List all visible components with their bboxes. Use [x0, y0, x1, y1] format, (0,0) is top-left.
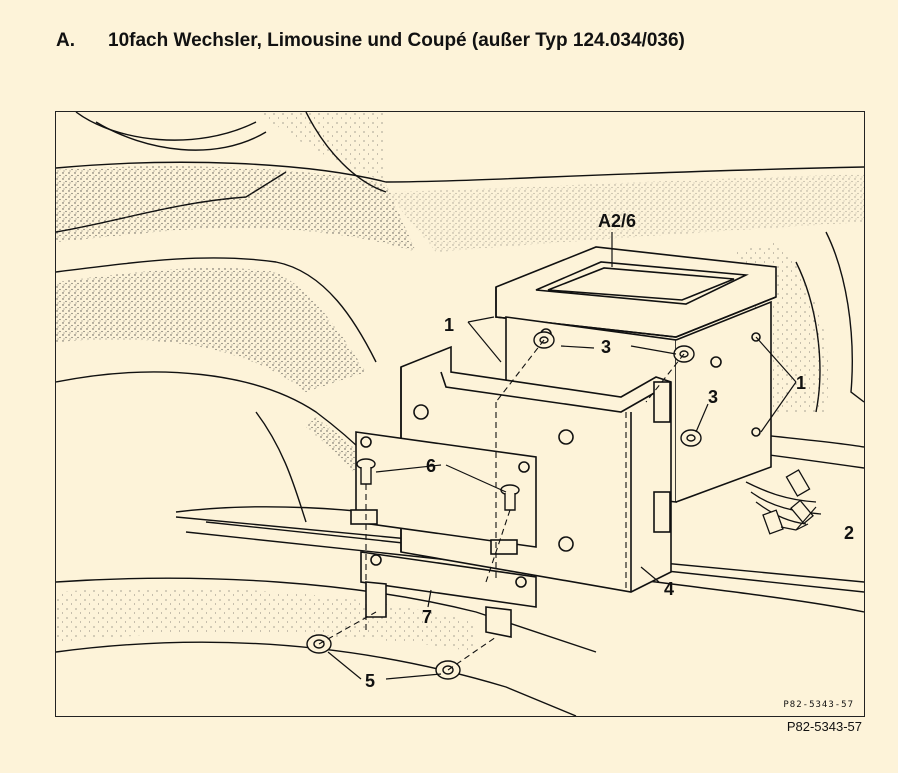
- callout-7: 7: [422, 607, 433, 627]
- callout-3-right: 3: [708, 387, 719, 407]
- callout-5: 5: [365, 671, 376, 691]
- callout-2: 2: [844, 523, 855, 543]
- callout-1-right: 1: [796, 373, 807, 393]
- callout-1-left: 1: [444, 315, 455, 335]
- callout-a2-6: A2/6: [598, 211, 637, 231]
- plug-connectors-2: [745, 469, 822, 535]
- section-title: 10fach Wechsler, Limousine und Coupé (au…: [108, 30, 685, 51]
- callout-6: 6: [426, 456, 437, 476]
- callout-3-top: 3: [601, 337, 612, 357]
- exploded-view-drawing: [56, 112, 864, 716]
- callout-4: 4: [664, 579, 675, 599]
- mounting-plate-6: [350, 431, 537, 555]
- support-rail-7: [360, 551, 537, 638]
- assembly-guide-lines: [318, 339, 685, 671]
- illustration-frame: A2/6 1 1 2 3 3 4 5 6 7 P82-5343-57: [55, 111, 865, 717]
- figure-reference: P82-5343-57: [786, 719, 862, 734]
- callout-leader-lines: [327, 232, 817, 680]
- figure-heading: A. 10fach Wechsler, Limousine und Coupé (…: [56, 30, 685, 52]
- inner-figure-reference: P82-5343-57: [783, 700, 854, 710]
- section-letter: A.: [56, 30, 75, 51]
